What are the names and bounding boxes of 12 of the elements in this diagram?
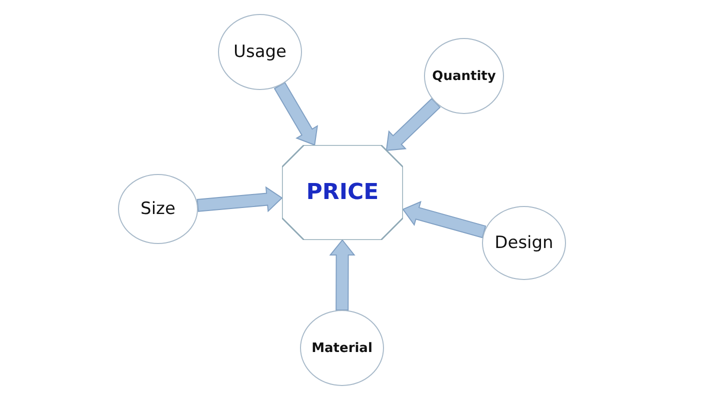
factor-label: Size: [140, 199, 176, 219]
price-octagon: [282, 145, 403, 240]
factor-label: Design: [494, 233, 554, 253]
block-arrow: [196, 186, 283, 212]
factor-label: Quantity: [432, 68, 496, 84]
block-arrow: [274, 82, 318, 146]
factor-label: Material: [312, 340, 372, 356]
price-label: PRICE: [306, 180, 379, 205]
factor-label: Usage: [234, 42, 286, 62]
block-arrow: [386, 98, 441, 151]
block-arrow: [402, 200, 486, 238]
block-arrow: [329, 239, 356, 311]
